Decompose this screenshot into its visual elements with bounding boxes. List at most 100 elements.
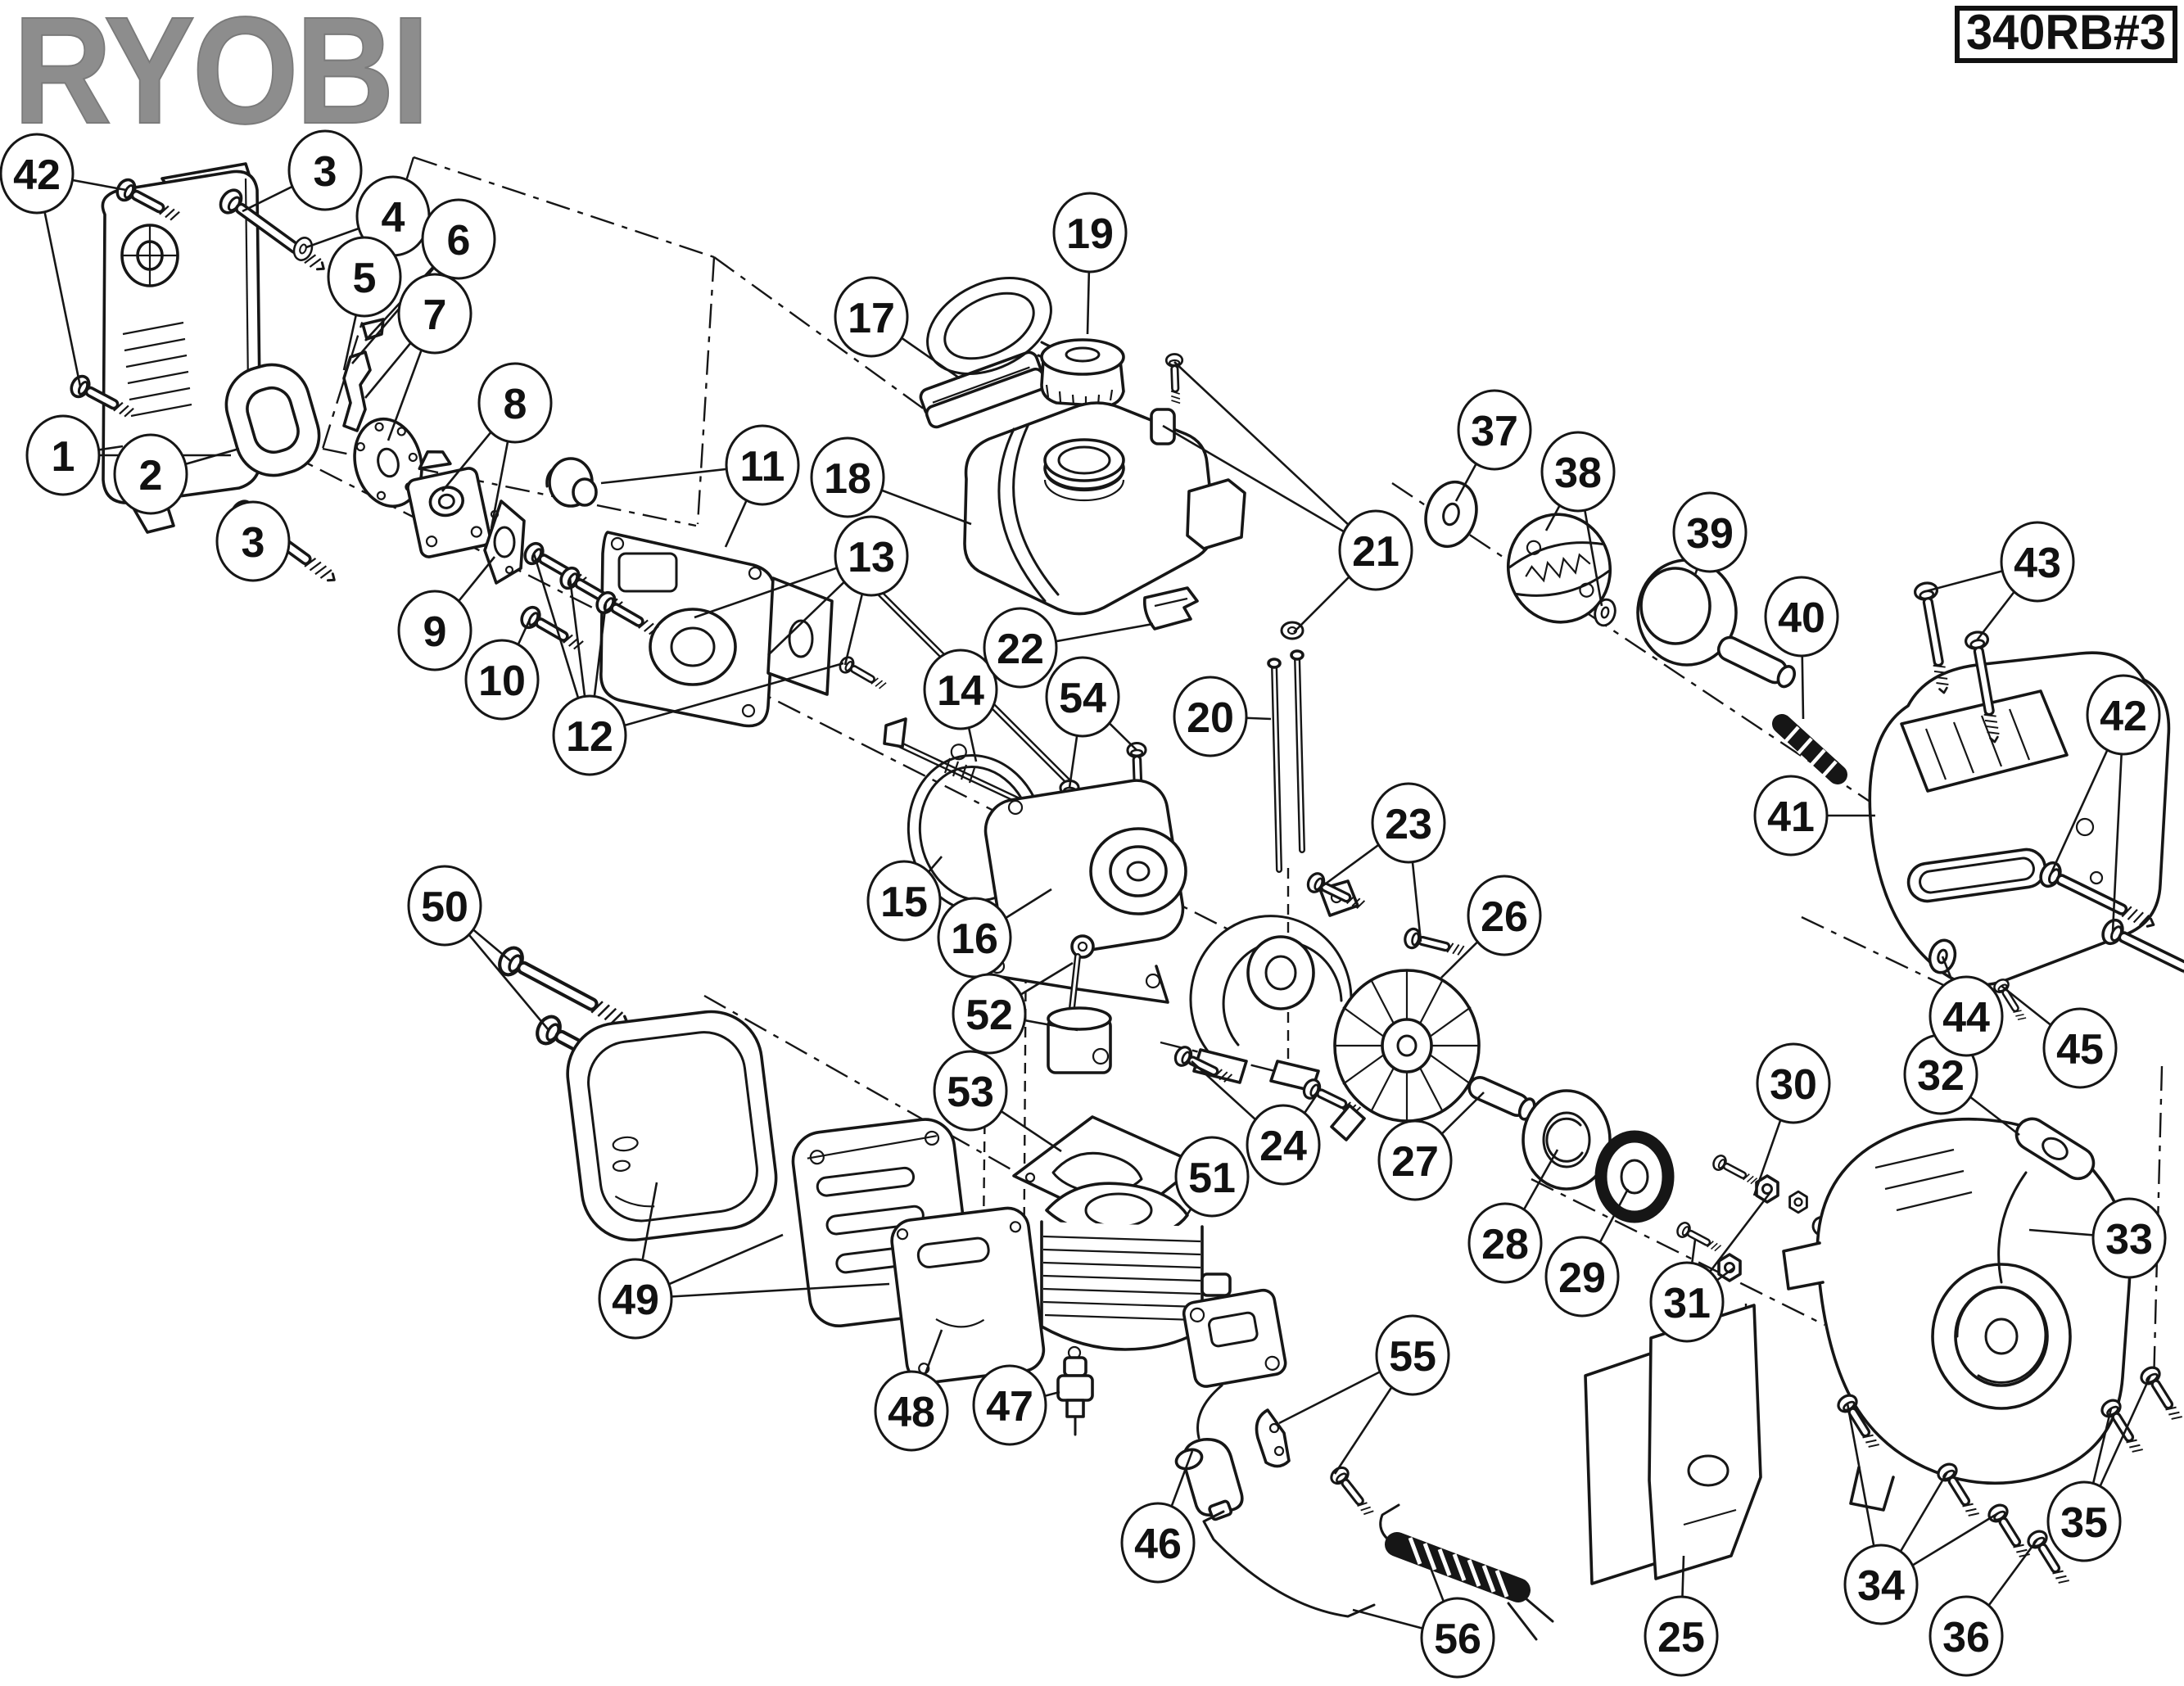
model-badge: 340RB#3 xyxy=(1955,5,2177,63)
callout-number: 26 xyxy=(1481,893,1528,941)
callout-48: 48 xyxy=(874,1370,949,1452)
callout-number: 43 xyxy=(2014,540,2061,587)
callout-number: 19 xyxy=(1066,210,1114,258)
callout-number: 25 xyxy=(1657,1614,1705,1661)
callout-number: 3 xyxy=(242,519,265,567)
callout-30: 30 xyxy=(1756,1042,1831,1124)
callout-number: 34 xyxy=(1857,1562,1905,1610)
callout-1: 1 xyxy=(25,414,101,496)
callout-44: 44 xyxy=(1929,975,2004,1057)
callout-52: 52 xyxy=(952,973,1027,1055)
callout-number: 48 xyxy=(888,1389,935,1436)
callout-number: 21 xyxy=(1352,528,1399,576)
callout-10: 10 xyxy=(464,639,540,721)
callout-number: 16 xyxy=(951,915,998,963)
callout-46: 46 xyxy=(1120,1502,1196,1584)
callout-14: 14 xyxy=(923,649,998,730)
callout-8: 8 xyxy=(477,362,553,444)
screw-part xyxy=(2137,1363,2184,1426)
callout-number: 47 xyxy=(986,1383,1033,1431)
model-label: 340RB#3 xyxy=(1966,5,2166,60)
callout-number: 4 xyxy=(382,194,405,242)
callout-number: 38 xyxy=(1554,450,1602,497)
plug-boot-part xyxy=(1174,1438,1244,1517)
callout-number: 50 xyxy=(421,884,468,931)
callout-number: 35 xyxy=(2060,1499,2108,1547)
primer-base-part xyxy=(545,457,598,508)
callout-number: 40 xyxy=(1778,594,1825,642)
callout-31: 31 xyxy=(1649,1261,1725,1343)
callout-number: 13 xyxy=(848,534,895,581)
callout-3: 3 xyxy=(215,500,291,582)
leader-line-49 xyxy=(635,1282,890,1300)
callout-24: 24 xyxy=(1246,1104,1321,1186)
callout-18: 18 xyxy=(810,436,885,518)
callout-number: 30 xyxy=(1770,1061,1817,1109)
callout-34: 34 xyxy=(1843,1544,1919,1625)
callout-47: 47 xyxy=(972,1364,1047,1446)
callout-number: 2 xyxy=(139,452,163,499)
fuel-tank-part xyxy=(963,401,1246,616)
callout-13: 13 xyxy=(834,515,909,597)
callout-11: 11 xyxy=(725,424,800,506)
callout-2: 2 xyxy=(113,433,188,515)
pin-part xyxy=(836,653,889,695)
callout-51: 51 xyxy=(1174,1136,1250,1218)
cylinder-part xyxy=(1040,1182,1232,1351)
callout-56: 56 xyxy=(1420,1597,1495,1679)
callout-number: 23 xyxy=(1385,801,1432,848)
callout-53: 53 xyxy=(933,1050,1008,1132)
callout-number: 53 xyxy=(947,1069,994,1116)
crankcase-part xyxy=(983,779,1187,1004)
muffler-cover-part xyxy=(566,1010,778,1242)
callout-number: 55 xyxy=(1389,1333,1436,1381)
callout-number: 37 xyxy=(1471,408,1518,455)
starter-housing-part xyxy=(1782,1117,2132,1512)
screw-part xyxy=(1401,925,1467,962)
brand-logo: RYOBI xyxy=(13,0,427,156)
leader-line-12 xyxy=(589,662,844,737)
callout-42: 42 xyxy=(2086,674,2161,756)
callout-number: 42 xyxy=(13,151,61,199)
callout-number: 29 xyxy=(1558,1254,1606,1302)
callout-number: 18 xyxy=(824,455,871,503)
callout-number: 39 xyxy=(1686,510,1734,558)
leader-line-21 xyxy=(1162,424,1377,552)
callout-number: 10 xyxy=(478,658,526,705)
callout-number: 31 xyxy=(1663,1280,1711,1327)
fan-housing-part xyxy=(101,162,262,534)
engine-shroud-part xyxy=(1189,879,1359,1092)
callout-number: 33 xyxy=(2105,1216,2153,1263)
callout-49: 49 xyxy=(598,1258,673,1340)
callout-45: 45 xyxy=(2042,1007,2118,1089)
callout-3: 3 xyxy=(287,129,363,211)
callout-number: 46 xyxy=(1134,1521,1182,1568)
callout-43: 43 xyxy=(2000,521,2075,603)
throttle-rod-part xyxy=(1202,1499,1376,1618)
callout-number: 44 xyxy=(1942,994,1990,1042)
clutch-part xyxy=(1506,513,1612,624)
callout-number: 15 xyxy=(880,879,928,926)
callout-15: 15 xyxy=(866,860,942,942)
callout-21: 21 xyxy=(1338,509,1413,591)
callout-number: 54 xyxy=(1059,675,1106,722)
callout-16: 16 xyxy=(937,897,1012,979)
callout-number: 6 xyxy=(447,217,471,264)
callout-number: 7 xyxy=(423,292,447,339)
clutch-drum-part xyxy=(1636,558,1797,689)
callout-number: 56 xyxy=(1434,1616,1481,1663)
callout-54: 54 xyxy=(1045,656,1120,738)
starter-handle-part xyxy=(1997,1117,2096,1284)
callout-number: 14 xyxy=(937,667,984,715)
callout-number: 3 xyxy=(314,148,337,196)
tank-clamp-part xyxy=(1142,586,1199,631)
piston-part xyxy=(1047,934,1112,1074)
debris-guard-part xyxy=(1584,1304,1762,1585)
engine-mount-part xyxy=(599,531,834,728)
callout-25: 25 xyxy=(1644,1595,1719,1677)
callout-number: 27 xyxy=(1391,1138,1439,1186)
bearing-part xyxy=(1594,1130,1675,1223)
callout-5: 5 xyxy=(327,236,402,318)
callout-number: 1 xyxy=(52,433,75,481)
